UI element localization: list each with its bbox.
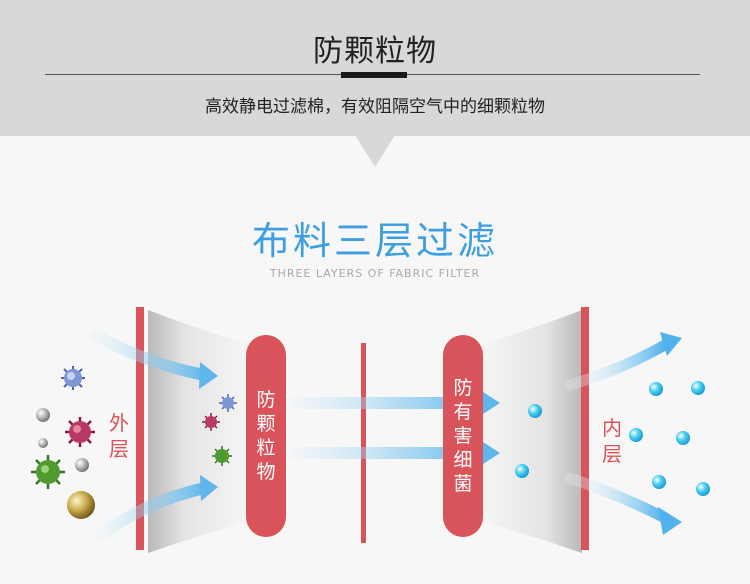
bacteria-filter-layer: 防 有 害 细 菌 <box>443 335 483 537</box>
clean-air-particle-icon <box>629 428 643 442</box>
clean-air-particle-icon <box>696 482 710 496</box>
clean-air-particle-icon <box>676 431 690 445</box>
bacteria-filter-char: 菌 <box>453 473 473 495</box>
inner-layer-line <box>581 307 589 550</box>
header-banner <box>0 0 750 136</box>
outer-layer-label: 外 层 <box>107 410 131 462</box>
bacteria-filter-char: 有 <box>453 401 473 423</box>
section-subtitle: THREE LAYERS OF FABRIC FILTER <box>269 267 481 280</box>
inner-layer-char: 内 <box>602 416 622 440</box>
particle-filter-char: 物 <box>256 461 276 483</box>
banner-subtitle: 高效静电过滤棉，有效阻隔空气中的细颗粒物 <box>205 97 545 117</box>
airflow-arrow-icon <box>564 332 682 391</box>
banner-title: 防颗粒物 <box>313 34 437 69</box>
bacteria-icon <box>65 417 95 447</box>
dust-particle-icon <box>75 458 89 472</box>
airflow-arrow-icon <box>564 472 682 535</box>
bacteria-filter-char: 防 <box>453 377 473 399</box>
airflow-arrow-icon <box>290 440 500 466</box>
bacteria-icon <box>212 446 232 466</box>
virus-icon <box>61 366 85 390</box>
outer-layer-line <box>136 307 144 550</box>
inner-layer-funnel <box>478 310 582 553</box>
bacteria-icon <box>202 413 220 431</box>
dust-particle-icon <box>38 438 48 448</box>
banner-pointer <box>355 135 395 167</box>
inner-layer-char: 层 <box>602 442 622 466</box>
middle-layer-line <box>361 343 366 543</box>
bacteria-filter-char: 细 <box>453 449 473 471</box>
particle-filter-char: 防 <box>256 389 276 411</box>
airflow-arrow-icon <box>89 329 218 389</box>
outer-layer-funnel <box>148 310 252 553</box>
clean-air-particle-icon <box>515 464 529 478</box>
airflow-arrow-icon <box>94 475 218 541</box>
inner-layer-label: 内 层 <box>600 415 624 467</box>
bacteria-filter-char: 害 <box>453 425 473 447</box>
bacteria-icon <box>31 455 65 489</box>
dust-particle-icon <box>67 491 95 519</box>
clean-air-particle-icon <box>652 475 666 489</box>
virus-icon <box>219 394 237 412</box>
particle-filter-char: 颗 <box>256 413 276 435</box>
banner-divider-accent <box>341 72 407 78</box>
particle-filter-layer: 防 颗 粒 物 <box>246 335 286 537</box>
dust-particle-icon <box>36 408 50 422</box>
clean-air-particle-icon <box>691 381 705 395</box>
airflow-arrow-icon <box>290 390 500 416</box>
clean-air-particle-icon <box>528 404 542 418</box>
outer-layer-char: 层 <box>109 437 129 461</box>
outer-layer-char: 外 <box>109 411 129 435</box>
particle-filter-char: 粒 <box>256 437 276 459</box>
clean-air-particle-icon <box>649 382 663 396</box>
section-title: 布料三层过滤 <box>251 219 498 263</box>
